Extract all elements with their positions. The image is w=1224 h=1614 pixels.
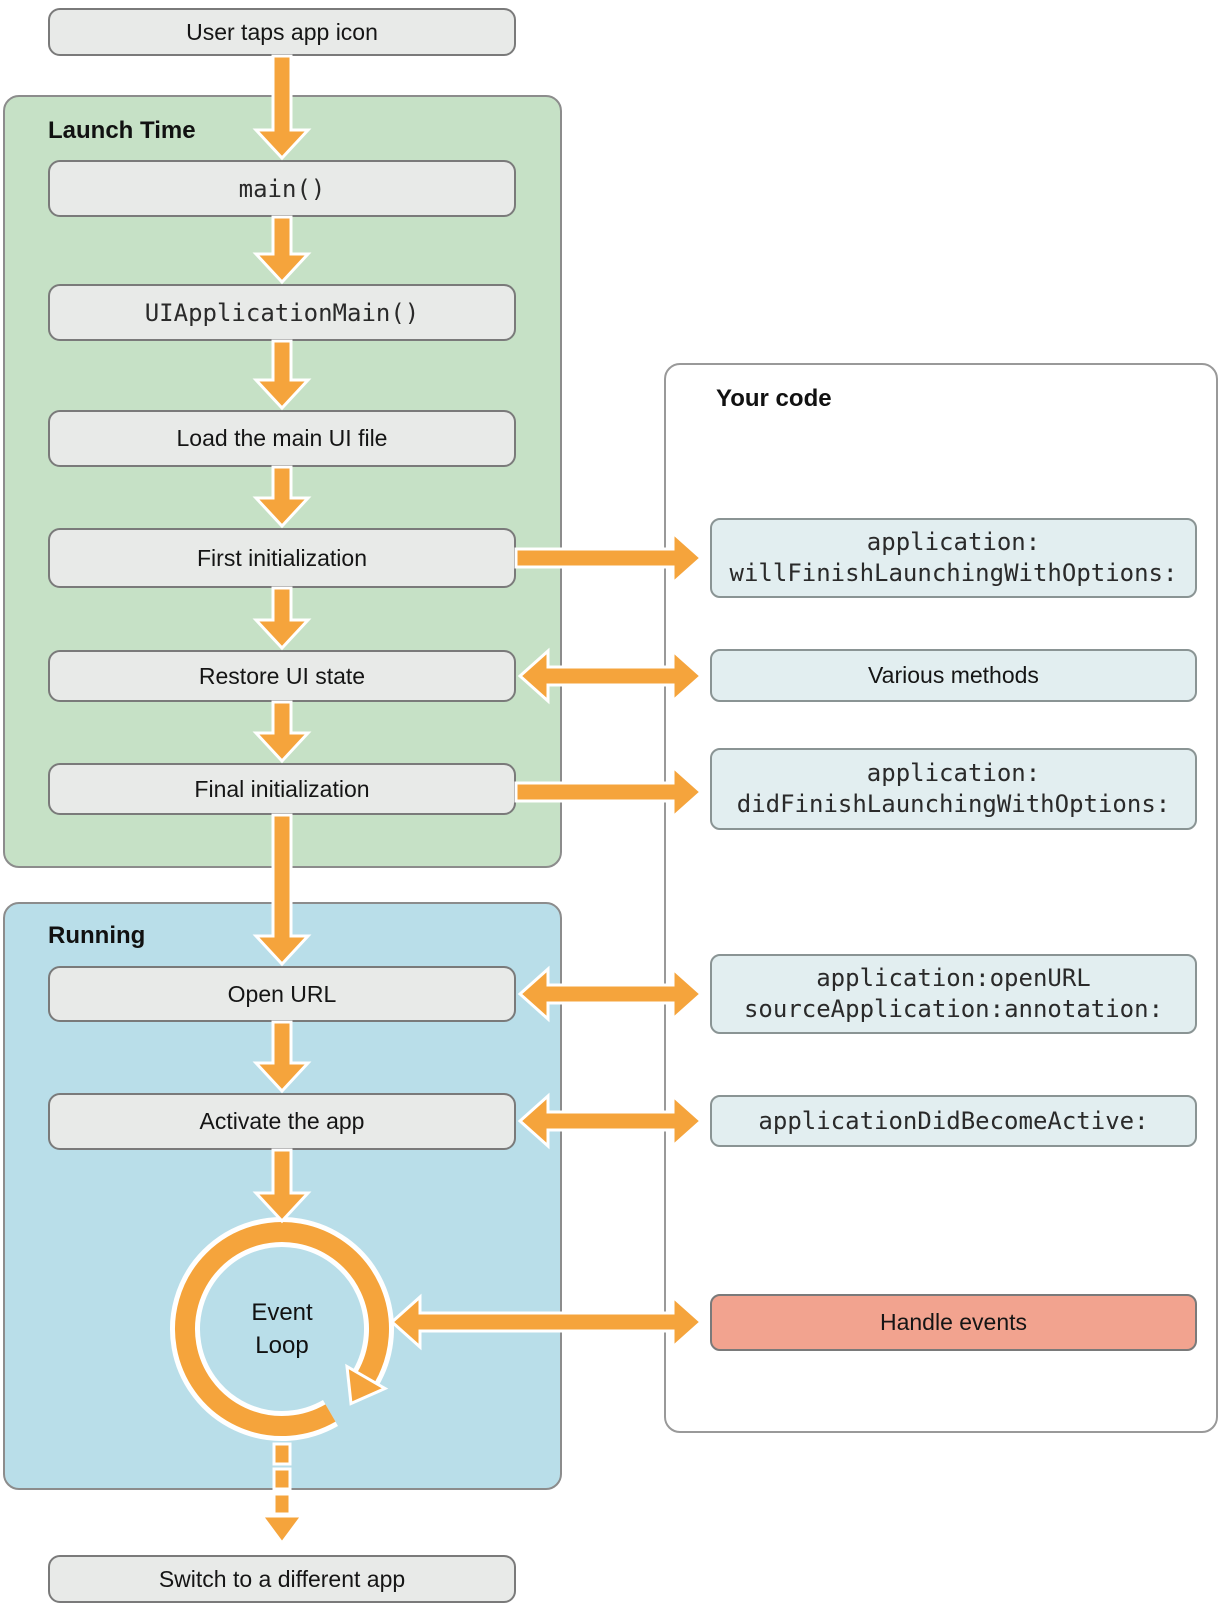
running-label: Running bbox=[48, 922, 146, 949]
code-line: application: bbox=[866, 759, 1041, 787]
code-line: willFinishLaunchingWithOptions: bbox=[729, 559, 1178, 587]
event-loop-label: Event Loop bbox=[182, 1296, 382, 1362]
flow-box-label: Switch to a different app bbox=[158, 1565, 406, 1592]
code-box-applicationdidbecomeactive: applicationDidBecomeActive: bbox=[710, 1095, 1197, 1147]
code-line: Handle events bbox=[879, 1309, 1028, 1335]
your-code-label: Your code bbox=[716, 385, 832, 412]
flow-box-open-url: Open URL bbox=[48, 966, 516, 1022]
flow-box-label: Load the main UI file bbox=[176, 425, 388, 451]
code-box-handle-events: Handle events bbox=[710, 1294, 1197, 1351]
code-box-various-methods: Various methods bbox=[710, 649, 1197, 702]
flow-box-user-taps-app-icon: User taps app icon bbox=[48, 8, 516, 56]
flow-box-first-initialization: First initialization bbox=[48, 528, 516, 588]
code-box-didfinishlaunching: application: didFinishLaunchingWithOptio… bbox=[710, 748, 1197, 830]
flow-box-uiapplicationmain: UIApplicationMain() bbox=[48, 284, 516, 341]
code-box-openurl-sourceapplication: application:openURL sourceApplication:an… bbox=[710, 954, 1197, 1034]
flow-box-switch-to-different-app: Switch to a different app bbox=[48, 1555, 516, 1603]
flow-box-load-main-ui-file: Load the main UI file bbox=[48, 410, 516, 467]
flow-box-activate-the-app: Activate the app bbox=[48, 1093, 516, 1150]
flow-box-final-initialization: Final initialization bbox=[48, 763, 516, 815]
flow-box-label: main() bbox=[238, 174, 326, 203]
code-line: didFinishLaunchingWithOptions: bbox=[736, 790, 1171, 818]
flow-box-label: User taps app icon bbox=[186, 18, 378, 45]
flow-box-label: Open URL bbox=[227, 980, 337, 1007]
flow-box-label: Final initialization bbox=[194, 775, 370, 802]
code-line: sourceApplication:annotation: bbox=[743, 995, 1164, 1023]
flow-box-label: First initialization bbox=[197, 544, 367, 571]
flow-box-label: Activate the app bbox=[199, 1108, 365, 1134]
flow-box-restore-ui-state: Restore UI state bbox=[48, 650, 516, 702]
code-line: application: bbox=[866, 528, 1041, 556]
flow-box-label: UIApplicationMain() bbox=[144, 298, 420, 327]
event-loop-line1: Event bbox=[251, 1299, 313, 1326]
code-line: Various methods bbox=[868, 662, 1039, 688]
flow-box-label: Restore UI state bbox=[198, 662, 366, 689]
flow-box-main: main() bbox=[48, 160, 516, 217]
code-box-willfinishlaunching: application: willFinishLaunchingWithOpti… bbox=[710, 518, 1197, 598]
launch-time-label: Launch Time bbox=[48, 117, 196, 144]
code-line: applicationDidBecomeActive: bbox=[758, 1106, 1149, 1135]
code-line: application:openURL bbox=[816, 964, 1091, 992]
event-loop-line2: Loop bbox=[255, 1332, 309, 1359]
